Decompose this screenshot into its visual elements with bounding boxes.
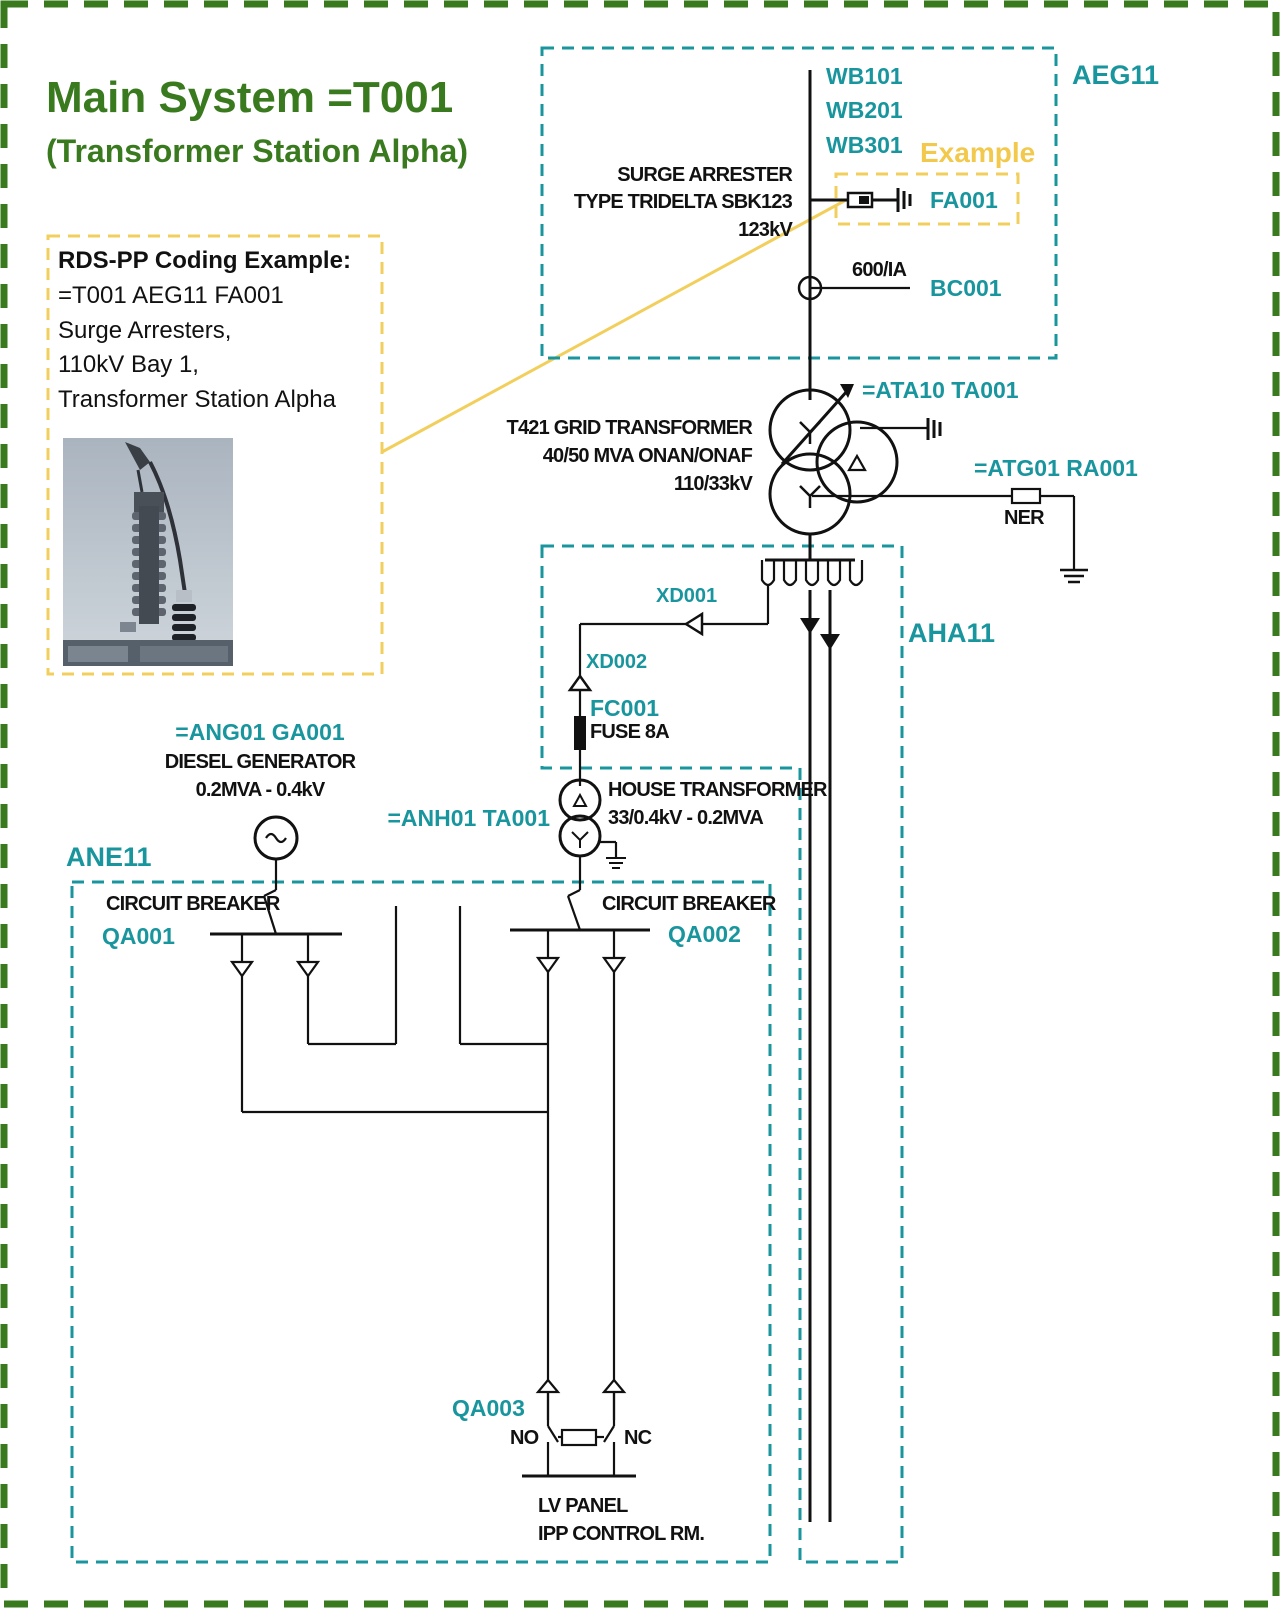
page-subtitle: (Transformer Station Alpha) [46, 133, 468, 169]
breaker-qa002-code: QA002 [668, 921, 741, 947]
surge-arrester-line-2: TYPE TRIDELTA SBK123 [574, 191, 793, 213]
surge-arrester-line-3: 123kV [738, 219, 793, 241]
generator-symbol [253, 815, 299, 861]
area-ane11-label: ANE11 [66, 842, 152, 872]
grid-transformer-line-1: T421 GRID TRANSFORMER [507, 417, 754, 439]
grid-transformer-line-3: 110/33kV [674, 473, 754, 495]
surge-arrester-code: FA001 [930, 187, 998, 213]
ner-label: NER [1004, 507, 1045, 529]
current-transformer-symbol [797, 275, 910, 301]
area-aeg11-frame [540, 46, 1058, 360]
connector-xd001-code: XD001 [656, 585, 717, 607]
breaker-qa003-code: QA003 [452, 1395, 525, 1421]
breaker-qa001-label: CIRCUIT BREAKER [106, 893, 281, 915]
fuse-symbol [574, 716, 586, 750]
fuse-code: FC001 [590, 695, 659, 721]
house-transformer-code: =ANH01 TA001 [387, 805, 550, 831]
example-line-2: Surge Arresters, [58, 317, 231, 344]
breaker-qa001-code: QA001 [102, 923, 175, 949]
generator-line-1: DIESEL GENERATOR [165, 751, 357, 773]
area-aha11-label: AHA11 [908, 618, 995, 648]
page-title: Main System =T001 [46, 73, 453, 122]
house-transformer-line-2: 33/0.4kV - 0.2MVA [608, 807, 763, 829]
busbar-code-2: WB201 [826, 97, 903, 123]
area-aha11-frame [540, 544, 904, 1564]
example-box-frame [46, 234, 384, 676]
lv-panel-line-2: IPP CONTROL RM. [538, 1523, 704, 1545]
generator-code: =ANG01 GA001 [175, 719, 345, 745]
ct-code: BC001 [930, 275, 1002, 301]
distribution-bus [578, 534, 864, 1522]
example-line-4: Transformer Station Alpha [58, 386, 337, 413]
connector-xd002-code: XD002 [586, 651, 647, 673]
grid-transformer-code: =ATA10 TA001 [862, 377, 1019, 403]
breaker-qa002-label: CIRCUIT BREAKER [602, 893, 777, 915]
breaker-no-label: NO [510, 1427, 539, 1449]
example-line-3: 110kV Bay 1, [58, 351, 199, 378]
surge-arrester-photo [63, 438, 233, 666]
connector-xd001-symbol [683, 611, 704, 637]
lv-network [210, 856, 650, 1478]
example-leader-line [381, 198, 847, 454]
area-ane11-frame [70, 880, 772, 1564]
fuse-label: FUSE 8A [590, 721, 669, 743]
grid-transformer-line-2: 40/50 MVA ONAN/ONAF [543, 445, 753, 467]
surge-arrester-symbol [810, 188, 912, 212]
example-callout: RDS-PP Coding Example: =T001 AEG11 FA001… [46, 234, 384, 676]
ner-code: =ATG01 RA001 [974, 455, 1138, 481]
lv-panel-line-1: LV PANEL [538, 1495, 628, 1517]
house-transformer-line-1: HOUSE TRANSFORMER [608, 779, 828, 801]
example-line-1: =T001 AEG11 FA001 [58, 282, 284, 309]
example-highlight-box [834, 172, 1020, 226]
busbar-code-3: WB301 [826, 132, 903, 158]
example-heading: RDS-PP Coding Example: [58, 247, 351, 274]
connector-xd002-symbol [567, 673, 593, 692]
area-aeg11-label: AEG11 [1072, 60, 1159, 90]
surge-arrester-line-1: SURGE ARRESTER [617, 164, 793, 186]
ct-rating: 600/IA [852, 259, 906, 281]
example-tag: Example [920, 137, 1035, 168]
busbar-code-1: WB101 [826, 63, 903, 89]
breaker-nc-label: NC [624, 1427, 652, 1449]
generator-line-2: 0.2MVA - 0.4kV [196, 779, 326, 801]
grid-transformer-symbol [768, 384, 1088, 584]
